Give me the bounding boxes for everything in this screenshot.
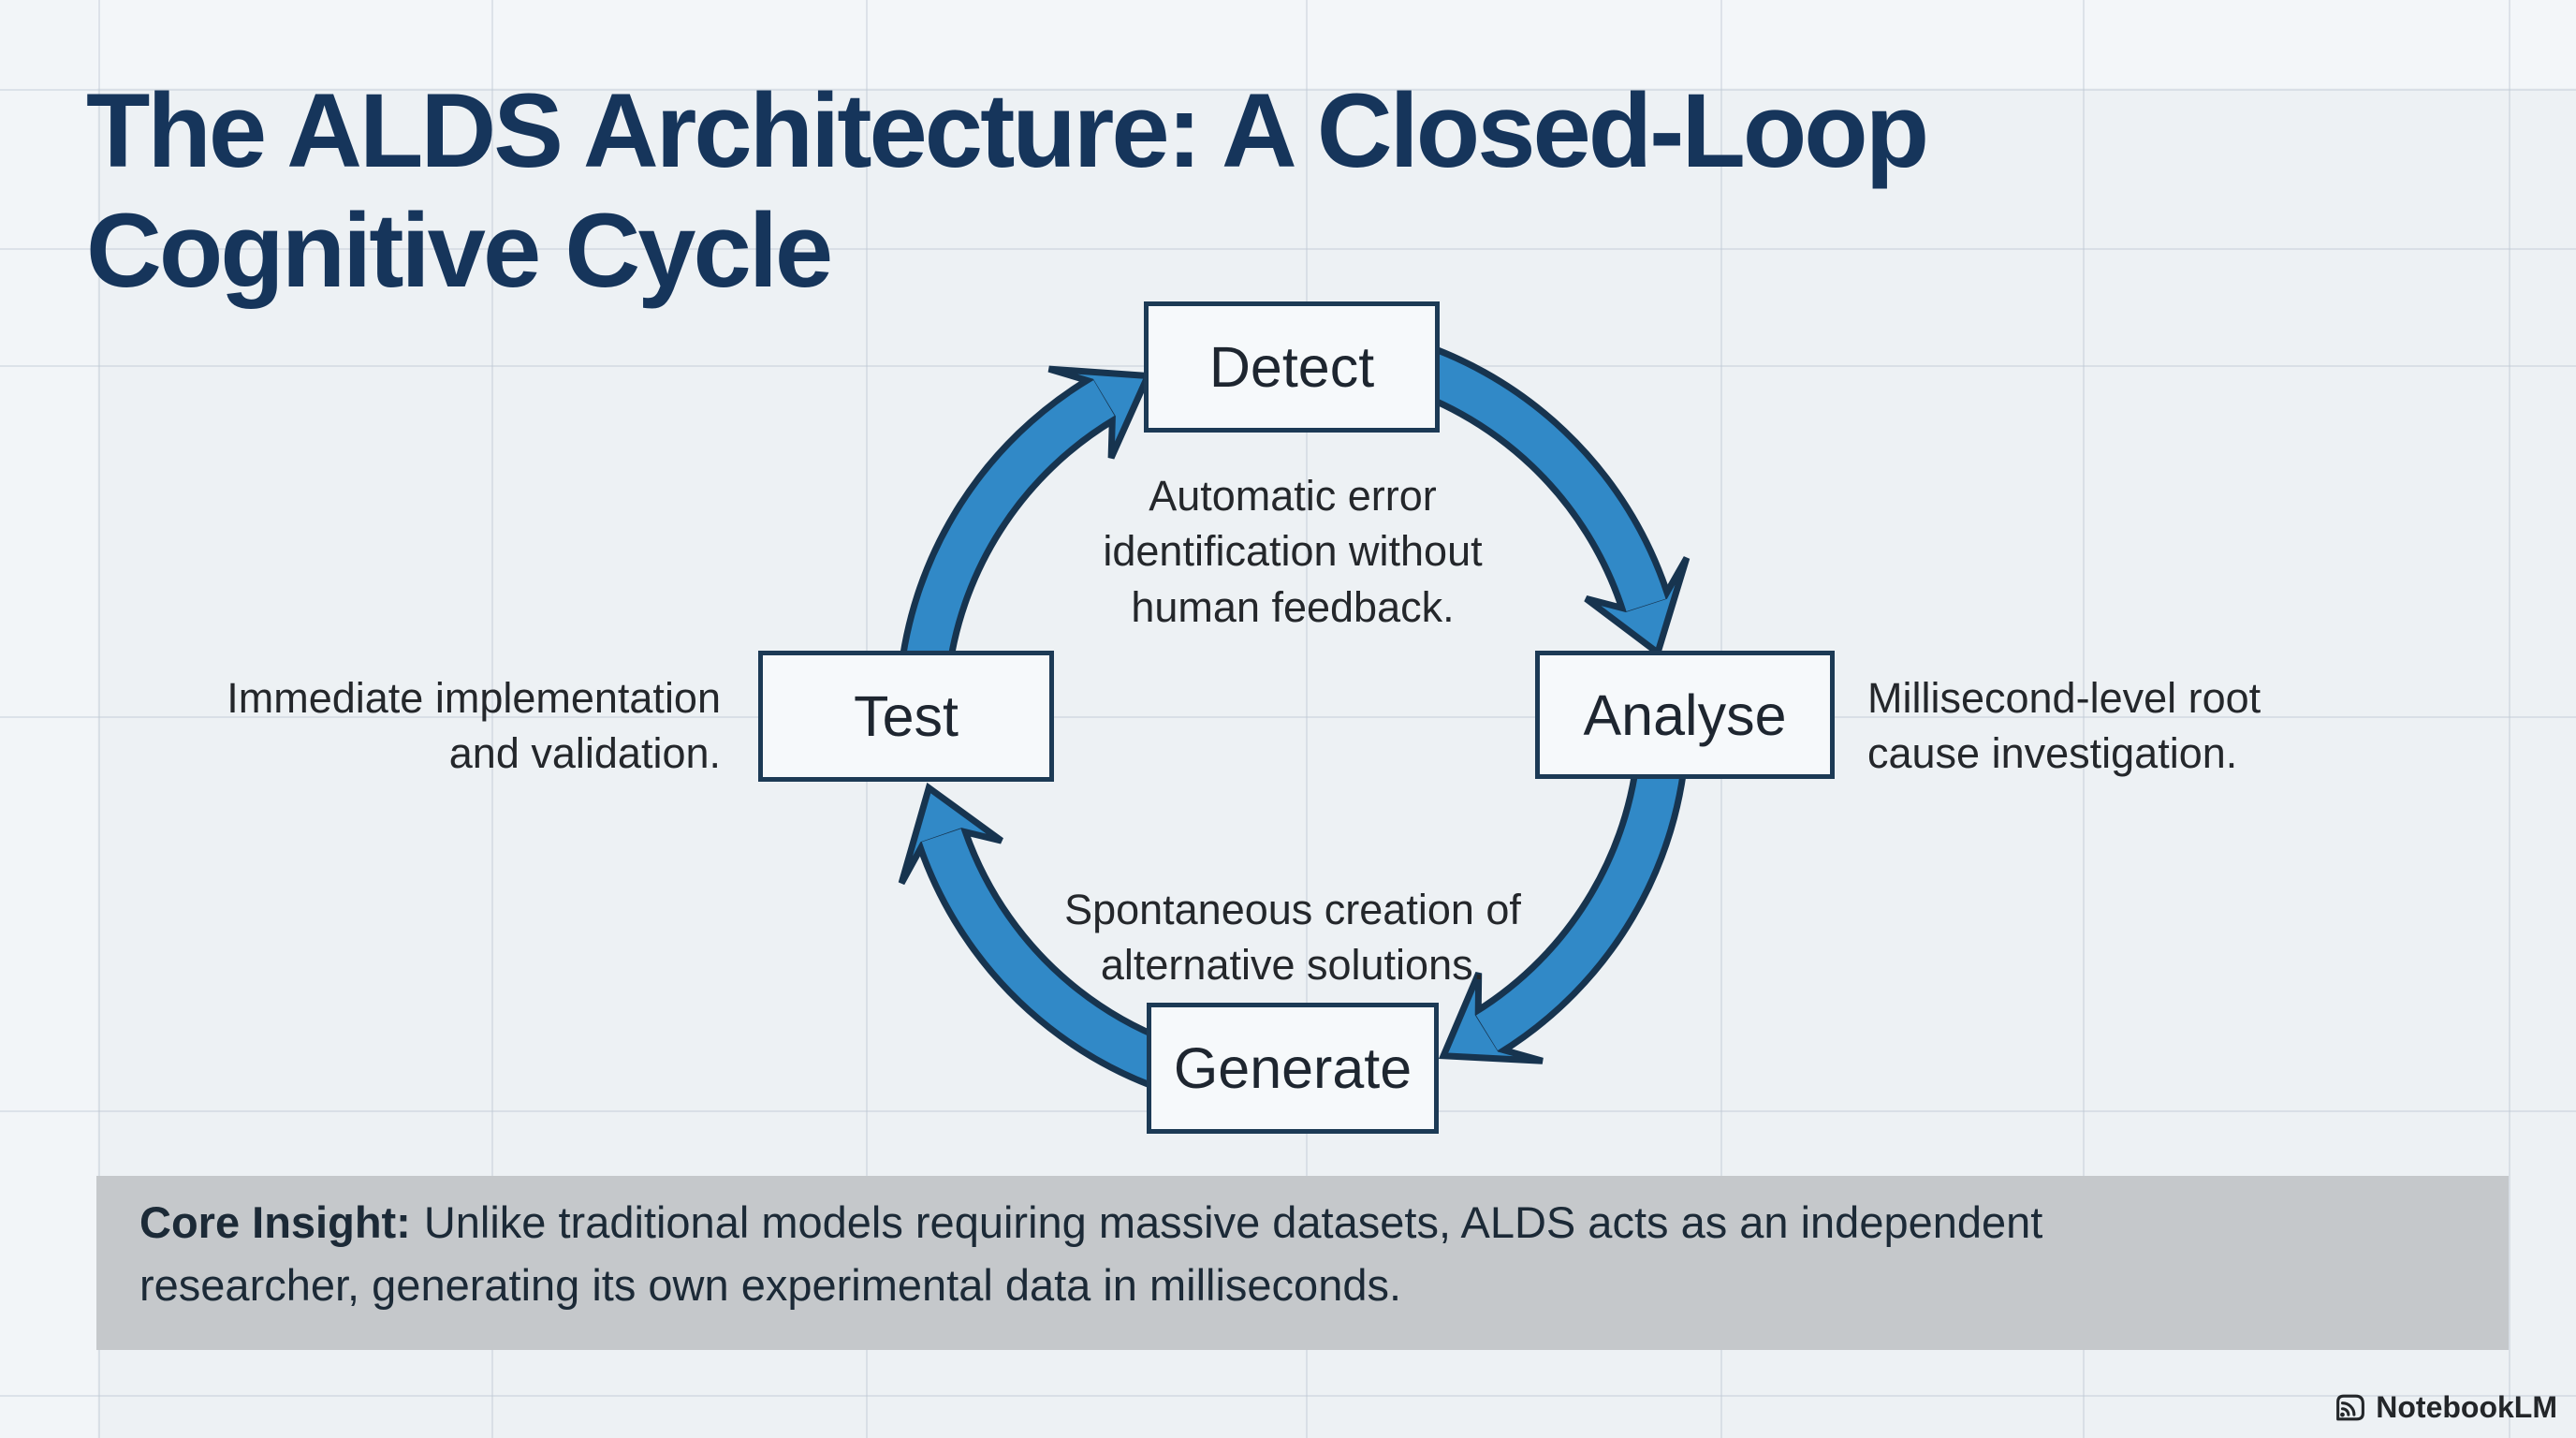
top-margin-strip (0, 0, 2576, 88)
core-insight-bar: Core Insight:Unlike traditional models r… (96, 1176, 2509, 1350)
cycle-arrow-arc (1475, 735, 1684, 1051)
left-margin-strip (0, 0, 97, 1438)
grid-line-horizontal (0, 716, 2576, 718)
notebooklm-label: NotebookLM (2376, 1390, 2557, 1424)
node-test: Test (758, 651, 1054, 782)
node-generate-label: Generate (1173, 1036, 1412, 1100)
node-test-description: Immediate implementation and validation. (227, 674, 721, 778)
grid-line-horizontal (0, 1395, 2576, 1397)
grid-line-horizontal (0, 248, 2576, 250)
core-insight-label: Core Insight: (139, 1197, 411, 1247)
slide-title: The ALDS Architecture: A Closed-Loop Cog… (86, 72, 1929, 309)
node-analyse: Analyse (1535, 651, 1835, 779)
node-analyse-description: Millisecond-level root cause investigati… (1867, 674, 2261, 778)
notebooklm-icon (2336, 1394, 2365, 1421)
node-detect-description: Automatic error identification without h… (1103, 472, 1483, 631)
node-detect-label: Detect (1208, 335, 1375, 399)
cycle-arrow-arc (903, 380, 1115, 681)
node-test-label: Test (854, 684, 959, 748)
node-analyse-label: Analyse (1583, 682, 1787, 747)
core-insight-text: Unlike traditional models requiring mass… (139, 1197, 2043, 1311)
notebooklm-watermark: NotebookLM (2333, 1390, 2557, 1425)
grid-line-horizontal (0, 89, 2576, 91)
node-generate: Generate (1147, 1003, 1439, 1134)
node-detect: Detect (1144, 301, 1440, 433)
grid-line-vertical (491, 0, 493, 1438)
grid-line-vertical (2083, 0, 2085, 1438)
node-generate-description: Spontaneous creation of alternative solu… (1064, 886, 1521, 990)
grid-line-vertical (2509, 0, 2510, 1438)
grid-line-vertical (98, 0, 100, 1438)
grid-line-vertical (1306, 0, 1308, 1438)
